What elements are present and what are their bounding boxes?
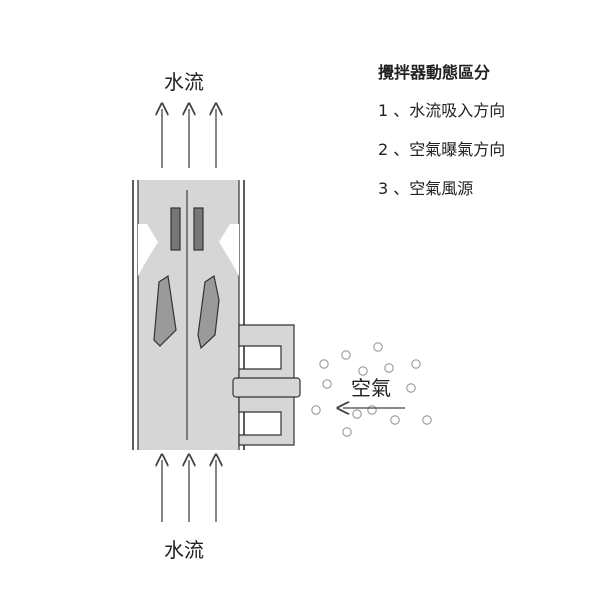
bubble [352, 409, 362, 419]
bottom-flow-arrows [162, 460, 216, 522]
legend-title: 攪拌器動態區分 [378, 63, 491, 82]
air-pipe [232, 377, 301, 398]
legend-item-3: 3 、空氣風源 [378, 179, 474, 198]
water-flow-label-top: 水流 [164, 70, 204, 94]
bubble [342, 427, 352, 437]
bubble [358, 366, 368, 376]
bubble [422, 415, 432, 425]
top-flow-arrows [162, 109, 216, 168]
air-label: 空氣 [351, 376, 391, 400]
bubble [341, 350, 351, 360]
legend-item-2: 2 、空氣曝氣方向 [378, 140, 506, 159]
air-bubbles [311, 342, 432, 437]
water-flow-label-bottom: 水流 [164, 538, 204, 562]
bubble [411, 359, 421, 369]
lower-blade-right [197, 275, 220, 350]
upper-vane-left [170, 207, 181, 251]
legend-item-1: 1 、水流吸入方向 [378, 101, 506, 120]
bubble [367, 405, 377, 415]
aerator-body [132, 180, 301, 450]
left-nozzle [138, 224, 158, 276]
legend: 攪拌器動態區分 1 、水流吸入方向 2 、空氣曝氣方向 3 、空氣風源 [378, 62, 598, 217]
right-nozzle [219, 224, 239, 276]
lower-blade-left [153, 274, 177, 347]
bubble [319, 359, 329, 369]
body-shell [138, 180, 239, 450]
bubble [406, 383, 416, 393]
bubble [322, 379, 332, 389]
bubble [384, 363, 394, 373]
upper-vane-right [193, 207, 204, 251]
bubble [390, 415, 400, 425]
bubble [373, 342, 383, 352]
bubble [311, 405, 321, 415]
